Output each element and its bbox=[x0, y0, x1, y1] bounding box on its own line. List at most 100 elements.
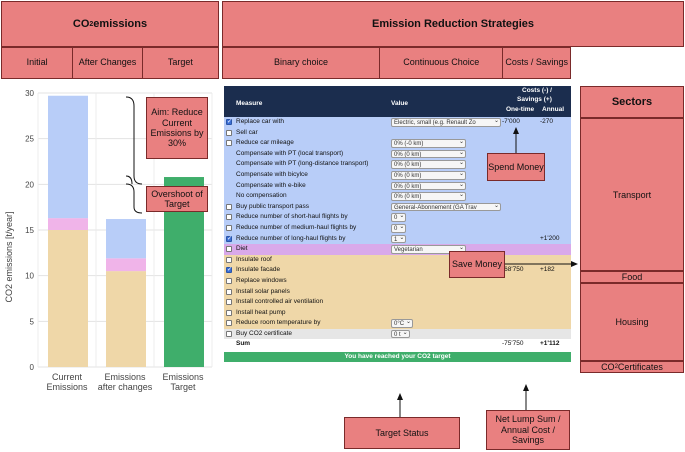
row-select[interactable]: 0% (0 km) bbox=[391, 149, 466, 159]
row-select[interactable]: 0% (0 km) bbox=[391, 181, 466, 191]
bar-segment bbox=[48, 218, 88, 230]
x-category-label: after changes bbox=[98, 382, 153, 392]
x-category-label: Current bbox=[52, 372, 83, 382]
callout-net-lump-sum: Net Lump Sum / Annual Cost / Savings bbox=[486, 410, 570, 450]
row-select[interactable]: 0 bbox=[391, 223, 407, 233]
table-row: Compensate with PT (long-distance transp… bbox=[224, 159, 571, 170]
callout-overshoot: Overshoot of Target bbox=[146, 186, 208, 212]
row-checkbox[interactable] bbox=[226, 140, 232, 147]
table-row: Install heat pump bbox=[224, 307, 571, 319]
col-continuous-choice: Continuous Choice bbox=[380, 48, 504, 78]
row-checkbox[interactable] bbox=[226, 277, 232, 284]
row-checkbox[interactable] bbox=[226, 214, 232, 221]
row-checkbox[interactable] bbox=[226, 117, 232, 128]
table-row: Insulate facade -68'750 +182 bbox=[224, 265, 571, 276]
row-checkbox[interactable] bbox=[226, 288, 232, 295]
overshoot-bracket bbox=[125, 183, 143, 214]
y-tick-label: 0 bbox=[30, 363, 35, 372]
row-label: Compensate with bicylce bbox=[236, 170, 308, 178]
row-select[interactable]: General-Abonnement (GA Trav bbox=[391, 202, 501, 212]
col-target: Target bbox=[167, 57, 193, 68]
row-select[interactable]: 0% (0 km) bbox=[391, 160, 466, 169]
y-tick-label: 10 bbox=[25, 272, 34, 281]
row-checkbox[interactable] bbox=[226, 246, 232, 253]
row-onetime: -68'750 bbox=[502, 266, 524, 274]
sum-annual: +1'112 bbox=[540, 340, 560, 348]
y-tick-label: 15 bbox=[25, 226, 34, 235]
row-select[interactable]: 0% (-0 km) bbox=[391, 139, 466, 148]
cert-prefix: CO bbox=[601, 362, 615, 372]
table-row: Insulate roof bbox=[224, 254, 571, 266]
strategies-columns-header: Binary choice Continuous Choice Costs / … bbox=[222, 47, 571, 79]
row-select[interactable]: 1 bbox=[391, 234, 407, 244]
co2-title-prefix: CO bbox=[72, 18, 90, 30]
bar-segment bbox=[106, 271, 146, 367]
row-label: Reduce number of medium-haul flights by bbox=[236, 223, 357, 231]
col-costs-savings: Costs / Savings bbox=[505, 57, 568, 68]
col-binary-choice: Binary choice bbox=[223, 48, 381, 78]
row-checkbox[interactable] bbox=[226, 265, 232, 276]
sum-onetime: -75'750 bbox=[502, 340, 524, 348]
row-select[interactable]: 0 bbox=[391, 213, 407, 222]
row-label: Install controlled air ventilation bbox=[236, 298, 324, 306]
cert-subscript: 2 bbox=[614, 364, 618, 370]
row-checkbox[interactable] bbox=[226, 224, 232, 231]
sectors-title: Sectors bbox=[580, 86, 684, 118]
x-category-label: Target bbox=[170, 382, 196, 392]
row-label: Compensate with e-bike bbox=[236, 181, 306, 189]
y-tick-label: 30 bbox=[25, 89, 34, 98]
callout-spend-money: Spend Money bbox=[487, 153, 545, 181]
row-select[interactable]: Vegetarian bbox=[391, 245, 466, 254]
strategies-title: Emission Reduction Strategies bbox=[222, 1, 684, 47]
row-checkbox[interactable] bbox=[226, 234, 232, 244]
row-label: Reduce car mileage bbox=[236, 139, 294, 147]
header-annual: Annual bbox=[542, 106, 565, 113]
row-select[interactable]: 0 t bbox=[391, 329, 410, 339]
row-annual: +182 bbox=[540, 266, 555, 274]
callout-target-status: Target Status bbox=[344, 417, 460, 449]
table-row: Compensate with bicylce 0% (0 km) bbox=[224, 169, 571, 181]
row-select[interactable]: 0% (0 km) bbox=[391, 192, 466, 201]
table-row: Reduce car mileage 0% (-0 km) bbox=[224, 138, 571, 149]
row-checkbox[interactable] bbox=[226, 203, 232, 210]
row-label: Reduce number of long-haul flights by bbox=[236, 234, 346, 242]
row-label: Reduce room temperature by bbox=[236, 319, 321, 327]
row-checkbox[interactable] bbox=[226, 256, 232, 263]
bar-segment bbox=[48, 95, 88, 219]
table-row: Compensate with PT (local transport)0% (… bbox=[224, 148, 571, 160]
row-select[interactable]: Electric, small (e.g. Renault Zo bbox=[391, 118, 501, 127]
co2-title-suffix: emissions bbox=[93, 18, 148, 30]
row-checkbox[interactable] bbox=[226, 129, 232, 136]
row-label: Insulate facade bbox=[236, 266, 281, 274]
row-select[interactable]: 0°C bbox=[391, 319, 414, 328]
row-label: Compensate with PT (long-distance transp… bbox=[236, 160, 369, 168]
header-costs-line2: Savings (+) bbox=[517, 96, 552, 103]
row-checkbox[interactable] bbox=[226, 320, 232, 327]
y-tick-label: 25 bbox=[25, 135, 34, 144]
table-row: Reduce number of long-haul flights by1+1… bbox=[224, 233, 571, 244]
sector-transport: Transport bbox=[580, 118, 684, 271]
row-checkbox[interactable] bbox=[226, 309, 232, 316]
table-row: Reduce room temperature by 0°C bbox=[224, 318, 571, 329]
row-label: Insulate roof bbox=[236, 255, 272, 263]
sum-row: Sum -75'750 +1'112 bbox=[224, 339, 571, 351]
table-row: Sell car bbox=[224, 127, 571, 139]
sum-label: Sum bbox=[236, 340, 251, 348]
row-checkbox[interactable] bbox=[226, 330, 232, 337]
row-label: Install solar panels bbox=[236, 287, 290, 295]
row-checkbox[interactable] bbox=[226, 299, 232, 306]
table-row: Compensate with e-bike 0% (0 km) bbox=[224, 180, 571, 192]
aim-bracket bbox=[125, 96, 143, 185]
row-select[interactable]: 0% (0 km) bbox=[391, 170, 466, 180]
cert-suffix: Certificates bbox=[617, 362, 663, 372]
row-label: Install heat pump bbox=[236, 308, 286, 316]
table-row: Install controlled air ventilation bbox=[224, 297, 571, 308]
